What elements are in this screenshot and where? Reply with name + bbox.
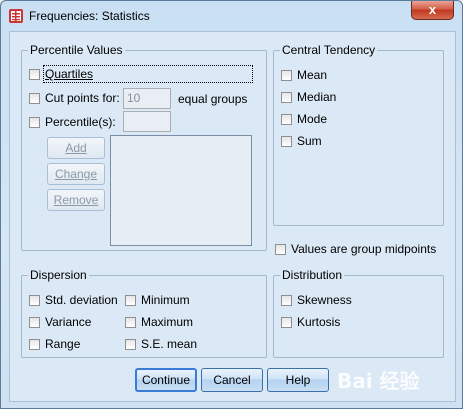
sum-checkbox[interactable]: Sum [281, 134, 322, 148]
skewness-checkbox-box[interactable] [281, 294, 292, 306]
range-label: Range [45, 337, 81, 351]
group-midpoints-checkbox[interactable]: Values are group midpoints [275, 242, 436, 256]
percentiles-input[interactable] [123, 111, 171, 132]
group-midpoints-label: Values are group midpoints [291, 242, 437, 256]
remove-button[interactable]: Remove [47, 189, 105, 211]
add-button[interactable]: Add [47, 137, 105, 159]
minimum-checkbox-box[interactable] [125, 294, 136, 306]
percentile-values-legend: Percentile Values [30, 43, 123, 57]
cut-points-checkbox[interactable]: Cut points for: [29, 91, 120, 105]
maximum-checkbox-box[interactable] [125, 316, 136, 328]
se-mean-checkbox[interactable]: S.E. mean [125, 337, 197, 351]
variance-checkbox[interactable]: Variance [29, 315, 91, 329]
maximum-label: Maximum [141, 315, 194, 329]
median-checkbox-box[interactable] [281, 91, 292, 103]
percentiles-checkbox[interactable]: Percentile(s): [29, 115, 116, 129]
median-label: Median [297, 90, 337, 104]
cancel-button[interactable]: Cancel [201, 368, 263, 392]
se-mean-checkbox-box[interactable] [125, 338, 136, 350]
maximum-checkbox[interactable]: Maximum [125, 315, 193, 329]
mode-checkbox-box[interactable] [281, 113, 292, 125]
median-checkbox[interactable]: Median [281, 90, 336, 104]
distribution-group: Distribution [273, 268, 444, 358]
mode-checkbox[interactable]: Mode [281, 112, 327, 126]
variance-checkbox-box[interactable] [29, 316, 40, 328]
variance-label: Variance [45, 315, 92, 329]
minimum-label: Minimum [141, 293, 190, 307]
help-button[interactable]: Help [267, 368, 329, 392]
sum-label: Sum [297, 134, 322, 148]
skewness-label: Skewness [297, 293, 352, 307]
kurtosis-label: Kurtosis [297, 315, 341, 329]
window-title: Frequencies: Statistics [29, 9, 150, 23]
mean-label: Mean [297, 68, 328, 82]
central-tendency-group: Central Tendency [273, 43, 444, 226]
cut-points-label: Cut points for: [45, 91, 120, 105]
dispersion-group: Dispersion [21, 268, 267, 358]
central-tendency-legend: Central Tendency [282, 43, 376, 57]
distribution-legend: Distribution [282, 268, 343, 282]
mode-label: Mode [297, 112, 328, 126]
percentiles-checkbox-box[interactable] [29, 116, 40, 128]
close-icon: x [428, 2, 437, 17]
quartiles-label: Quartiles [43, 65, 253, 83]
std-deviation-label: Std. deviation [45, 293, 118, 307]
baidu-watermark: Bai 经验 [337, 369, 420, 393]
quartiles-checkbox[interactable]: Quartiles [29, 65, 253, 83]
percentiles-listbox[interactable] [110, 135, 252, 246]
minimum-checkbox[interactable]: Minimum [125, 293, 190, 307]
group-midpoints-checkbox-box[interactable] [275, 243, 286, 255]
mean-checkbox[interactable]: Mean [281, 68, 327, 82]
std-deviation-checkbox-box[interactable] [29, 294, 40, 306]
cut-points-checkbox-box[interactable] [29, 92, 40, 104]
range-checkbox[interactable]: Range [29, 337, 80, 351]
spss-app-icon [8, 8, 24, 24]
equal-groups-label: equal groups [178, 92, 248, 106]
dispersion-legend: Dispersion [30, 268, 87, 282]
range-checkbox-box[interactable] [29, 338, 40, 350]
sum-checkbox-box[interactable] [281, 135, 292, 147]
title-bar[interactable]: Frequencies: Statistics x [1, 1, 462, 31]
dialog-client-area: Percentile Values Quartiles Cut points f… [9, 31, 456, 402]
quartiles-checkbox-box[interactable] [29, 68, 40, 80]
std-deviation-checkbox[interactable]: Std. deviation [29, 293, 118, 307]
cut-points-input[interactable]: 10 [123, 88, 171, 109]
change-button[interactable]: Change [47, 163, 105, 185]
skewness-checkbox[interactable]: Skewness [281, 293, 352, 307]
percentiles-label: Percentile(s): [45, 115, 116, 129]
percentile-values-group: Percentile Values [21, 43, 267, 251]
continue-button[interactable]: Continue [135, 368, 197, 392]
close-button[interactable]: x [411, 1, 454, 20]
kurtosis-checkbox[interactable]: Kurtosis [281, 315, 340, 329]
kurtosis-checkbox-box[interactable] [281, 316, 292, 328]
se-mean-label: S.E. mean [141, 337, 198, 351]
mean-checkbox-box[interactable] [281, 69, 292, 81]
